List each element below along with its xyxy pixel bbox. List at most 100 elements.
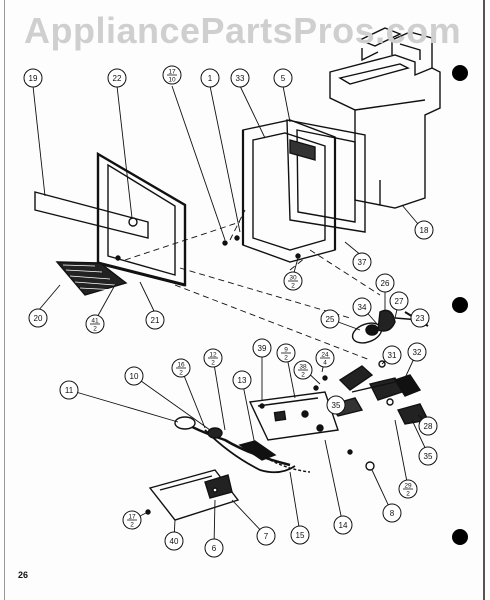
callout-number: 38 bbox=[299, 364, 307, 371]
callout-number: 30 bbox=[289, 275, 297, 282]
callout-quantity: 2 bbox=[211, 360, 215, 367]
callout-circle bbox=[418, 416, 438, 436]
callout-number: 40 bbox=[170, 537, 179, 546]
actuator-cluster bbox=[328, 360, 430, 425]
callout-circle bbox=[164, 531, 184, 551]
callout-number: 24 bbox=[321, 352, 329, 359]
callout-number: 16 bbox=[177, 362, 185, 369]
grille-part-20 bbox=[55, 261, 128, 296]
callout-circle bbox=[382, 345, 402, 365]
callout-circle bbox=[28, 308, 48, 328]
callout-c11: 11 bbox=[59, 380, 79, 400]
callout-number: 28 bbox=[424, 422, 433, 431]
bottom-bracket-part-40 bbox=[148, 469, 240, 521]
callout-circle bbox=[204, 538, 224, 558]
callout-c7: 7 bbox=[256, 526, 276, 546]
callout-circle bbox=[352, 252, 372, 272]
callout-number: 19 bbox=[29, 74, 38, 83]
binder-hole-top bbox=[452, 65, 468, 81]
callout-quantity: 2 bbox=[284, 355, 288, 362]
callout-number: 20 bbox=[34, 314, 43, 323]
callout-circle bbox=[124, 366, 144, 386]
binder-hole-bottom bbox=[452, 529, 468, 545]
callout-circle bbox=[407, 342, 427, 362]
callout-circle bbox=[256, 526, 276, 546]
callout-number: 26 bbox=[381, 279, 390, 288]
callout-number: 5 bbox=[281, 74, 286, 83]
callout-c10: 10 bbox=[124, 366, 144, 386]
callout-c13: 13 bbox=[232, 370, 252, 390]
callout-number: 31 bbox=[388, 351, 397, 360]
callout-circle bbox=[290, 525, 310, 545]
callout-quantity: 2 bbox=[406, 491, 410, 498]
callout-circle bbox=[273, 68, 293, 88]
callout-number: 18 bbox=[420, 226, 429, 235]
callout-c24: 244 bbox=[315, 348, 335, 368]
housing-part-18 bbox=[329, 27, 441, 209]
trim-frame-part-21 bbox=[96, 151, 187, 287]
callout-number: 8 bbox=[390, 509, 395, 518]
callout-quantity: 2 bbox=[291, 283, 295, 290]
callout-circle bbox=[382, 503, 402, 523]
callout-circle bbox=[414, 220, 434, 240]
callout-number: 39 bbox=[258, 344, 267, 353]
callout-c40: 40 bbox=[164, 531, 184, 551]
callout-number: 33 bbox=[236, 74, 245, 83]
callout-number: 6 bbox=[212, 544, 217, 553]
callout-circle bbox=[145, 310, 165, 330]
callout-c22: 22 bbox=[107, 68, 127, 88]
callout-c16: 162 bbox=[171, 358, 191, 378]
callout-c19: 19 bbox=[23, 68, 43, 88]
callout-number: 21 bbox=[151, 316, 160, 325]
callout-c39: 39 bbox=[252, 338, 272, 358]
callout-c15: 15 bbox=[290, 525, 310, 545]
callout-number: 7 bbox=[264, 532, 269, 541]
part-22-knob bbox=[128, 217, 138, 227]
callout-circle bbox=[252, 338, 272, 358]
callout-c17b: 172 bbox=[122, 510, 142, 530]
callout-number: 13 bbox=[238, 376, 247, 385]
callout-c18: 18 bbox=[414, 220, 434, 240]
callout-circle bbox=[23, 68, 43, 88]
callout-c41: 412 bbox=[85, 314, 105, 334]
callout-quantity: 10 bbox=[168, 77, 176, 84]
callout-circle bbox=[232, 370, 252, 390]
callout-c12: 122 bbox=[203, 348, 223, 368]
callout-c35a: 35 bbox=[326, 395, 346, 415]
callout-circle bbox=[107, 68, 127, 88]
callout-c37: 37 bbox=[352, 252, 372, 272]
callout-c31: 31 bbox=[382, 345, 402, 365]
callout-circle bbox=[333, 515, 353, 535]
callout-c35b: 35 bbox=[418, 446, 438, 466]
callout-number: 34 bbox=[358, 303, 367, 312]
callout-circle bbox=[230, 68, 250, 88]
cover-plate-part-14 bbox=[248, 391, 339, 441]
callout-number: 11 bbox=[65, 386, 74, 395]
callout-circle bbox=[389, 291, 409, 311]
callout-number: 23 bbox=[416, 314, 425, 323]
callout-c38: 382 bbox=[293, 360, 313, 380]
callout-c27: 27 bbox=[389, 291, 409, 311]
callout-number: 17 bbox=[128, 514, 136, 521]
wire-harness bbox=[174, 416, 311, 474]
callout-c5: 5 bbox=[273, 68, 293, 88]
callout-number: 14 bbox=[339, 521, 348, 530]
callout-c28: 28 bbox=[418, 416, 438, 436]
callout-circle bbox=[375, 273, 395, 293]
callout-circle bbox=[352, 297, 372, 317]
callout-c23: 23 bbox=[410, 308, 430, 328]
callout-c8: 8 bbox=[382, 503, 402, 523]
callout-c1: 1 bbox=[200, 68, 220, 88]
callout-number: 25 bbox=[326, 315, 335, 324]
callout-circle bbox=[326, 395, 346, 415]
callout-circle bbox=[320, 309, 340, 329]
callout-c21: 21 bbox=[145, 310, 165, 330]
callout-c20: 20 bbox=[28, 308, 48, 328]
callout-c30: 302 bbox=[283, 271, 303, 291]
page-number: 26 bbox=[18, 570, 29, 580]
callout-number: 32 bbox=[413, 348, 422, 357]
